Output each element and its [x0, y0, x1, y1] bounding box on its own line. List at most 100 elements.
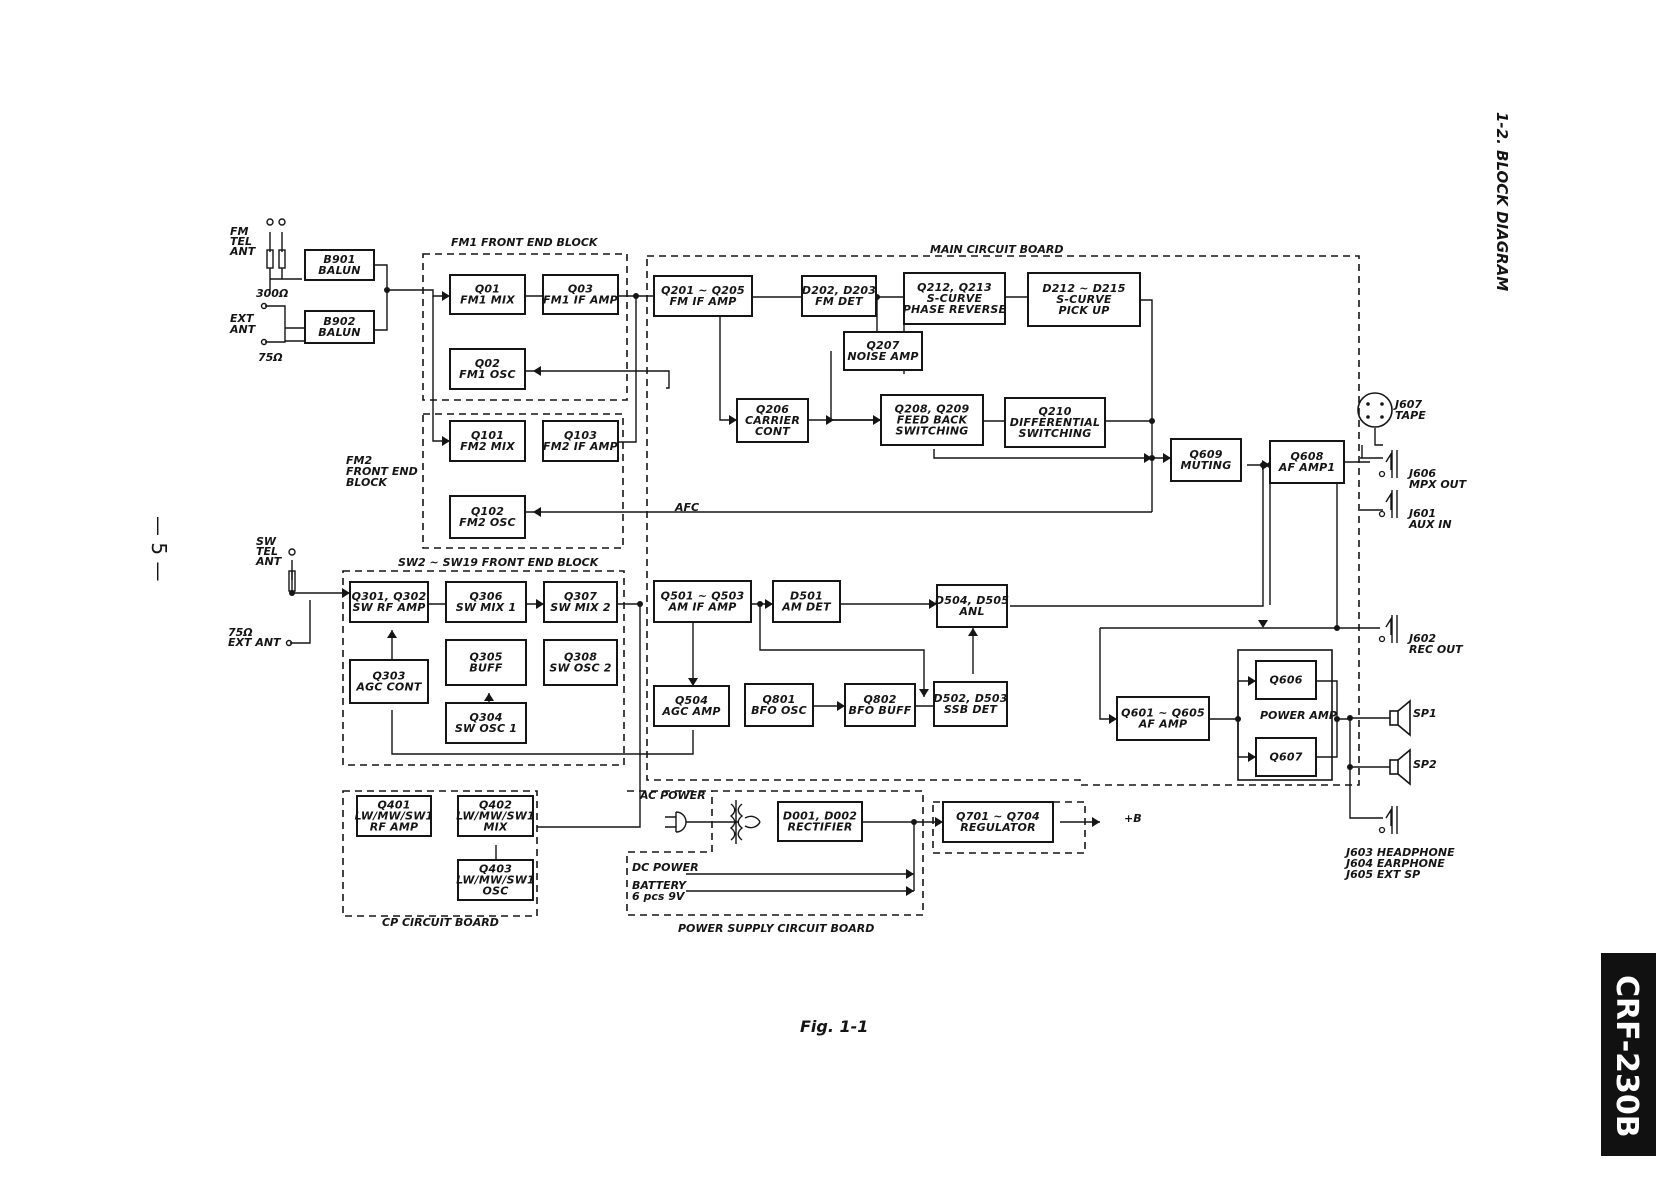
- wire: [933, 449, 1171, 459]
- arrow-head: [1258, 620, 1268, 628]
- page-title: 1-2. BLOCK DIAGRAM: [1493, 112, 1511, 291]
- block-frame: [736, 398, 809, 443]
- wire: [523, 370, 670, 389]
- tape-connector-icon: [1357, 392, 1393, 428]
- block-frame: [801, 275, 877, 317]
- block-frame: [933, 681, 1008, 727]
- ext-ant-terminal-icon: [260, 338, 268, 346]
- wire: [1360, 445, 1383, 459]
- block-frame: [542, 420, 619, 462]
- block-label: RECTIFIER: [787, 821, 852, 834]
- block-label: BFO BUFF: [848, 704, 911, 717]
- block-q607: Q607: [1255, 737, 1317, 777]
- battery-label: 6 pcs 9V: [632, 890, 686, 903]
- block-label: B902: [323, 315, 355, 328]
- block-label: Q03: [568, 283, 593, 296]
- block-label: PICK UP: [1059, 304, 1110, 317]
- block-label: D001, D002: [783, 810, 857, 823]
- wire: [1349, 767, 1383, 819]
- arrow-head: [688, 678, 698, 686]
- arrow-head: [1248, 752, 1256, 762]
- arrow-head: [826, 415, 834, 425]
- signal-wires: [265, 232, 1390, 896]
- j602-label: J602: [1407, 632, 1436, 645]
- arrow-head: [1109, 714, 1117, 724]
- block-frame: [772, 580, 841, 623]
- arrow-head: [919, 689, 929, 697]
- block-label: Q208, Q209: [895, 403, 970, 416]
- arrow-head: [533, 366, 541, 376]
- block-label: BUFF: [469, 662, 502, 675]
- block-label: SW MIX 1: [456, 601, 517, 614]
- j603-label: J605 EXT SP: [1344, 868, 1420, 881]
- block-label: D502, D503: [933, 692, 1007, 705]
- block-label: Q401: [377, 799, 410, 812]
- block-label: SW MIX 2: [550, 601, 611, 614]
- block-label: BALUN: [318, 326, 360, 339]
- block-label: Q301, Q302: [352, 590, 427, 603]
- block-label: D501: [790, 590, 823, 603]
- block-frame: [844, 683, 916, 727]
- block-label: SW RF AMP: [352, 601, 425, 614]
- junction-dot: [1347, 715, 1353, 721]
- junction-dot: [633, 293, 639, 299]
- block-frame: [653, 685, 730, 727]
- block-label: Q504: [675, 694, 708, 707]
- fm2-front-end-title: FM2: [346, 454, 372, 467]
- junction-dot: [1334, 625, 1340, 631]
- wire: [719, 311, 737, 421]
- fm-tel-ant-label: ANT: [229, 245, 257, 258]
- block-label: LW/MW/SW1: [456, 810, 535, 823]
- wire: [269, 232, 302, 290]
- block-label: FEED BACK: [897, 414, 969, 427]
- block-frame: [1004, 397, 1106, 448]
- wire: [265, 305, 305, 343]
- wire: [1140, 299, 1153, 512]
- block-label: SW OSC 2: [549, 662, 611, 675]
- wire: [374, 264, 410, 331]
- block-label: Q306: [469, 590, 502, 603]
- block-frame: [936, 584, 1008, 628]
- jack-j606-icon: [1378, 450, 1398, 478]
- junction-dot: [757, 601, 763, 607]
- arrow-head: [533, 507, 541, 517]
- arrow-head: [442, 291, 450, 301]
- block-label: AGC AMP: [661, 705, 720, 718]
- block-label: Q207: [866, 339, 899, 352]
- ext-ant-label: EXT: [230, 312, 255, 325]
- block-label: DIFFERENTIAL: [1010, 416, 1100, 429]
- block-label: Q101: [471, 429, 504, 442]
- block-label: Q402: [479, 799, 512, 812]
- battery-label: BATTERY: [632, 879, 687, 892]
- power-supply-board-title: POWER SUPPLY CIRCUIT BOARD: [678, 922, 874, 935]
- block-label: NOISE AMP: [847, 350, 918, 363]
- fm2-front-end-title: FRONT END: [346, 465, 418, 478]
- block-frame: [457, 795, 534, 837]
- block-label: RF AMP: [370, 821, 419, 834]
- connector-pin: [1366, 402, 1370, 406]
- block-frame: [304, 310, 375, 344]
- block-frame: [1027, 272, 1141, 327]
- block-label: LW/MW/SW1: [355, 810, 434, 823]
- main-board-area: [646, 255, 1360, 786]
- block-label: SSB DET: [944, 703, 999, 716]
- block-frame: [1255, 660, 1317, 700]
- block-label: Q303: [372, 670, 405, 683]
- block-frame: [542, 274, 619, 315]
- wire: [1010, 465, 1264, 607]
- block-label: Q606: [1269, 674, 1302, 687]
- arrow-head: [1248, 676, 1256, 686]
- antenna-resistor-icon: [278, 249, 286, 269]
- jack-j601-icon: [1378, 490, 1398, 518]
- block-label: CONT: [755, 425, 791, 438]
- block-label: ANL: [958, 605, 984, 618]
